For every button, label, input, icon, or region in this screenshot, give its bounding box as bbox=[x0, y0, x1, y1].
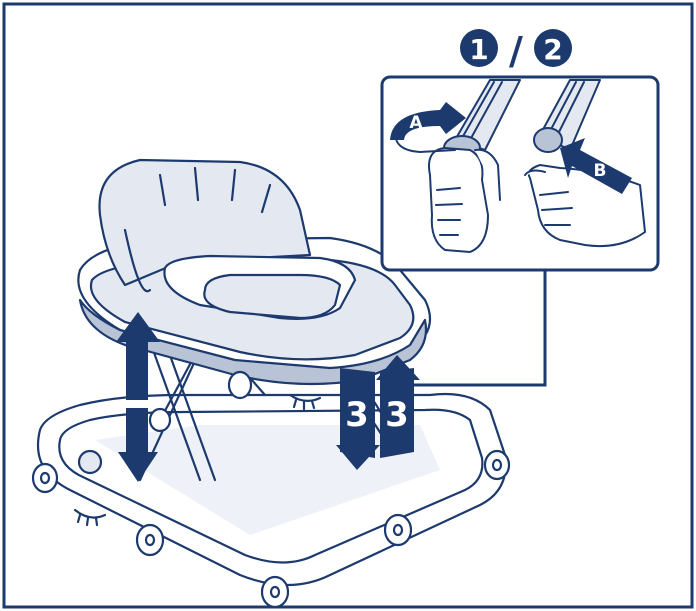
step-two-label: 2 bbox=[543, 33, 562, 66]
arrow-b-label: B bbox=[594, 161, 607, 181]
step-numbers: 1 / 2 bbox=[460, 29, 572, 73]
step-three-left-label: 3 bbox=[345, 395, 369, 435]
detail-callout: A B bbox=[382, 77, 658, 270]
step-three-right-label: 3 bbox=[385, 395, 409, 435]
arrow-a-label: A bbox=[409, 113, 423, 133]
step-one-label: 1 bbox=[469, 33, 488, 66]
step-separator: / bbox=[509, 29, 523, 73]
